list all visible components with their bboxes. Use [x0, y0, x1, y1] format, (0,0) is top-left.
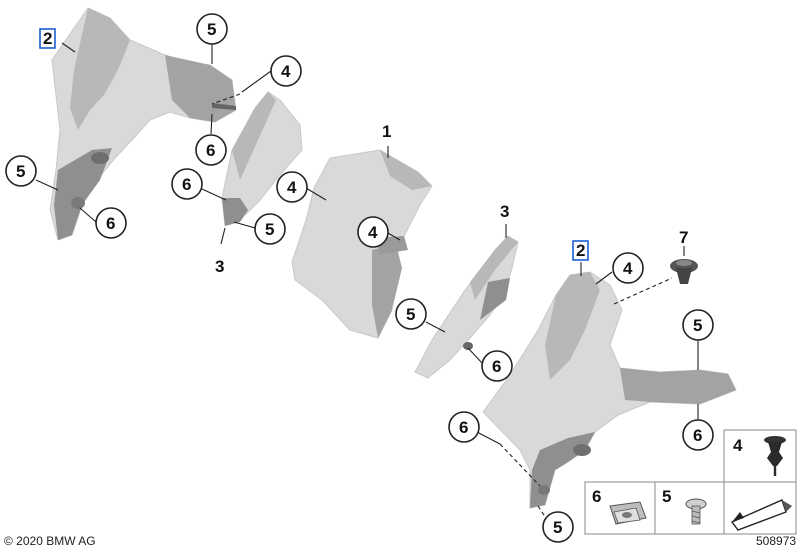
screw-icon: [685, 498, 707, 525]
push-clip: [670, 259, 698, 284]
trim-panel-right: [482, 271, 737, 509]
callout-5-bottom: 5: [542, 511, 574, 543]
callout-6-left-text: 6: [106, 214, 115, 233]
legend-item-6-label: 6: [592, 487, 601, 506]
trim-panel-left: [49, 7, 237, 241]
legend-item-5-label: 5: [662, 487, 671, 506]
push-rivet-icon: [764, 436, 786, 476]
small-cover-right: [414, 235, 519, 379]
copyright-text: © 2020 BMW AG: [4, 534, 96, 548]
callout-6-center-text: 6: [492, 357, 501, 376]
callout-6-center: 6: [481, 350, 513, 382]
callout-5-right: 5: [682, 309, 714, 341]
label-part-2-lower: 2: [576, 241, 585, 260]
callout-6-top: 6: [195, 134, 227, 166]
callout-5-bottom-text: 5: [553, 518, 562, 537]
callout-4-top: 4: [270, 55, 302, 87]
label-part-2-upper: 2: [43, 29, 52, 48]
label-part-3-upper: 3: [215, 257, 224, 276]
callout-6-right: 6: [682, 419, 714, 451]
callout-4-mid: 4: [276, 171, 308, 203]
highlight-box-upper: [39, 28, 56, 49]
callout-4-top-text: 4: [281, 62, 291, 81]
label-part-7: 7: [679, 228, 688, 247]
callout-6-mid-text: 6: [182, 175, 191, 194]
highlight-box-lower: [572, 240, 589, 261]
direction-arrow-icon: [730, 499, 792, 531]
label-part-3-lower: 3: [500, 202, 509, 221]
callout-4-mid-text: 4: [287, 178, 297, 197]
callout-6-right-text: 6: [693, 426, 702, 445]
callout-5-top: 5: [196, 13, 228, 45]
callout-5-left-text: 5: [16, 162, 25, 181]
callout-4-right: 4: [612, 252, 644, 284]
legend-arrow: [723, 481, 797, 535]
callout-5-mid: 5: [254, 213, 286, 245]
leader-lines: [35, 42, 699, 525]
callout-6-top-text: 6: [206, 141, 215, 160]
callout-6-mid: 6: [171, 168, 203, 200]
callout-4-right-text: 4: [623, 259, 633, 278]
callout-5-center-text: 5: [406, 305, 415, 324]
legend-item-6: 6: [584, 481, 656, 535]
callout-6-bottom-text: 6: [459, 418, 468, 437]
legend-item-4-label: 4: [733, 436, 743, 455]
callout-5-mid-text: 5: [265, 220, 274, 239]
label-part-1: 1: [382, 122, 391, 141]
legend-item-4: 4: [723, 429, 797, 483]
callout-4-center-text: 4: [368, 223, 378, 242]
callout-4-center: 4: [357, 216, 389, 248]
callout-5-right-text: 5: [693, 316, 702, 335]
main-cover: [291, 149, 433, 339]
callout-5-top-text: 5: [207, 20, 216, 39]
callout-5-center: 5: [395, 298, 427, 330]
small-cover-left: [221, 91, 303, 226]
callout-5-left: 5: [5, 155, 37, 187]
speed-nut-icon: [609, 501, 647, 525]
callout-6-left: 6: [95, 207, 127, 239]
callout-6-bottom: 6: [448, 411, 480, 443]
diagram-number: 508973: [756, 534, 796, 548]
legend-item-5: 5: [654, 481, 725, 535]
